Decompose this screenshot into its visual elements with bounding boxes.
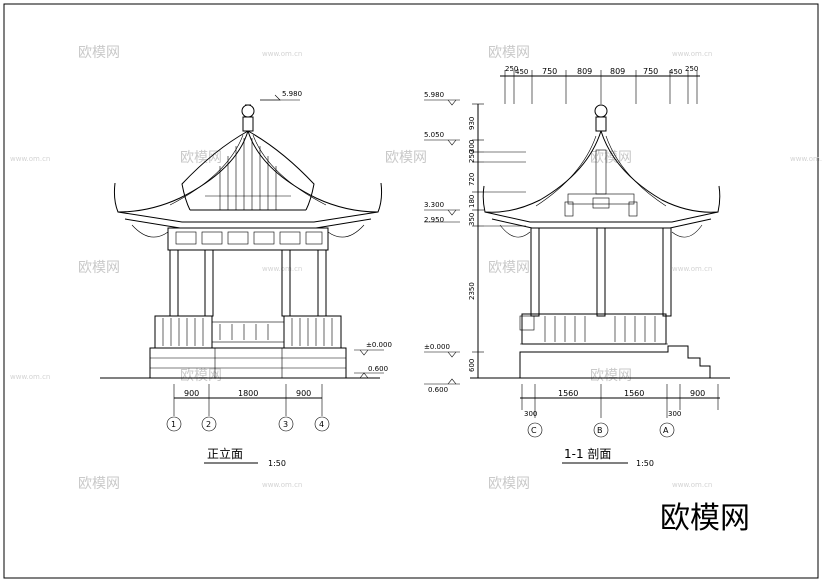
front-railing [154, 315, 342, 349]
front-dim-3: 900 [296, 389, 311, 398]
bdim-1560b: 1560 [624, 389, 644, 398]
tdim-809a: 809 [577, 67, 592, 76]
sdim-300b: 300 [668, 410, 681, 418]
watermark-brand: 欧模网 [488, 260, 530, 276]
watermark-site: www.om.cn [262, 481, 302, 489]
watermark-site: www.om.cn [790, 155, 822, 163]
tdim-250a: 250 [505, 65, 518, 73]
section-scale: 1:50 [636, 459, 654, 468]
watermark-site: www.om.cn [10, 155, 50, 163]
watermark-site: www.om.cn [672, 481, 712, 489]
watermark-brand: 欧模网 [180, 368, 222, 384]
watermark-site: www.om.cn [10, 373, 50, 381]
watermark-brand: 欧模网 [78, 260, 120, 276]
vdim-2350: 2350 [468, 282, 476, 300]
bdim-900: 900 [690, 389, 705, 398]
section-vertical-dims: 930 300 250 720 180 350 2350 600 [468, 103, 526, 379]
watermark-brand: 欧模网 [488, 476, 530, 492]
front-lattice [167, 227, 329, 251]
tdim-750b: 750 [643, 67, 658, 76]
front-axis-bubbles: 1 2 3 4 [166, 416, 330, 432]
watermark-brand: 欧模网 [590, 150, 632, 166]
front-elevation: 5.980 ±0.000 0.600 900 1800 900 1 2 3 [100, 90, 392, 468]
sdim-300a: 300 [524, 410, 537, 418]
axis-4: 4 [319, 420, 324, 429]
front-title: 正立面 [207, 446, 243, 461]
axis-1: 1 [171, 420, 176, 429]
bdim-1560a: 1560 [558, 389, 578, 398]
vdim-350: 350 [468, 213, 476, 226]
front-dim-1: 900 [184, 389, 199, 398]
watermark-brand: 欧模网 [385, 150, 427, 166]
elev-5980: 5.980 [424, 91, 444, 99]
sheet-border [3, 3, 819, 579]
vdim-250: 250 [468, 150, 476, 163]
watermark-site: www.om.cn [262, 50, 302, 58]
section-railing [519, 313, 667, 345]
section-1-1: 930 300 250 720 180 350 2350 600 5.980 5… [424, 65, 730, 468]
tdim-450b: 450 [669, 68, 682, 76]
front-scale: 1:50 [268, 459, 286, 468]
axis-3: 3 [283, 420, 288, 429]
front-finial [241, 104, 255, 132]
section-columns [530, 227, 672, 317]
front-elevation-top-mark: 5.980 [260, 90, 302, 101]
axis-A: A [663, 426, 669, 435]
front-dimension-line: 900 1800 900 [173, 384, 323, 416]
front-elevation-ground-mark: ±0.000 [354, 341, 392, 356]
elev-3300: 3.300 [424, 201, 444, 209]
vdim-300: 300 [468, 140, 476, 153]
watermark-brand: 欧模网 [488, 45, 530, 61]
elev-0000: ±0.000 [424, 343, 450, 351]
vdim-600: 600 [468, 359, 476, 372]
section-axis-bubbles: C B A [527, 422, 675, 438]
watermark-brand: 欧模网 [78, 45, 120, 61]
watermark-brand: 欧模网 [78, 476, 120, 492]
front-roof [113, 130, 383, 238]
svg-text:5.980: 5.980 [282, 90, 302, 98]
watermarks: 欧模网 欧模网 欧模网 欧模网 欧模网 欧模网 欧模网 欧模网 欧模网 欧模网 … [10, 45, 822, 492]
svg-text:0.600: 0.600 [368, 365, 388, 373]
watermark-brand: 欧模网 [590, 368, 632, 384]
vdim-180: 180 [468, 195, 476, 208]
watermark-site: www.om.cn [672, 50, 712, 58]
section-title: 1-1 剖面 [564, 447, 611, 461]
axis-B: B [597, 426, 603, 435]
section-roof [482, 130, 721, 238]
tdim-750a: 750 [542, 67, 557, 76]
section-top-dims: 250 450 750 809 809 750 450 250 [500, 65, 700, 104]
elev-0600: 0.600 [428, 386, 448, 394]
section-finial [594, 104, 608, 132]
corner-brand-logo: 欧模网 [660, 501, 750, 536]
tdim-250b: 250 [685, 65, 698, 73]
front-dim-2: 1800 [238, 389, 258, 398]
elev-5050: 5.050 [424, 131, 444, 139]
elev-2950: 2.950 [424, 216, 444, 224]
section-bottom-dims: 1560 1560 900 300 300 [520, 384, 720, 418]
svg-text:±0.000: ±0.000 [366, 341, 392, 349]
tdim-809b: 809 [610, 67, 625, 76]
axis-2: 2 [206, 420, 211, 429]
vdim-720: 720 [468, 173, 476, 186]
axis-C: C [531, 426, 537, 435]
front-columns [169, 249, 327, 317]
section-elevation-marks: 5.980 5.050 3.300 2.950 ±0.000 0.600 [424, 91, 460, 394]
tdim-450a: 450 [515, 68, 528, 76]
watermark-site: www.om.cn [672, 265, 712, 273]
front-elevation-base-mark: 0.600 [354, 365, 388, 379]
watermark-brand: 欧模网 [180, 150, 222, 166]
vdim-930: 930 [468, 117, 476, 130]
